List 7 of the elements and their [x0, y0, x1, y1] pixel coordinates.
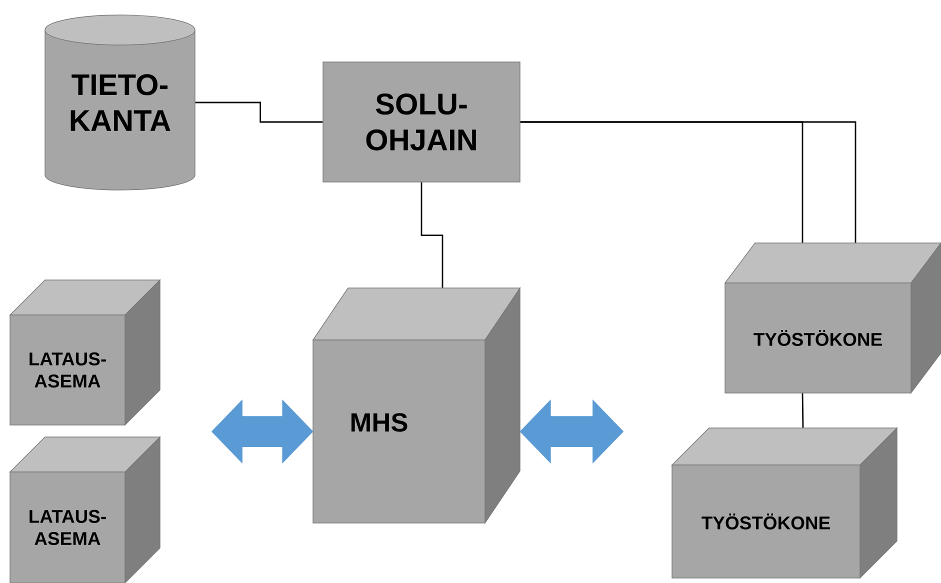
block-arrow: [520, 399, 624, 464]
connector-line: [520, 121, 804, 243]
process-box: SOLU- OHJAIN: [322, 62, 520, 182]
connector-line: [802, 393, 804, 428]
connector-line: [195, 102, 323, 123]
connector-line: [420, 182, 444, 288]
database-cylinder: TIETO- KANTA: [44, 14, 196, 190]
